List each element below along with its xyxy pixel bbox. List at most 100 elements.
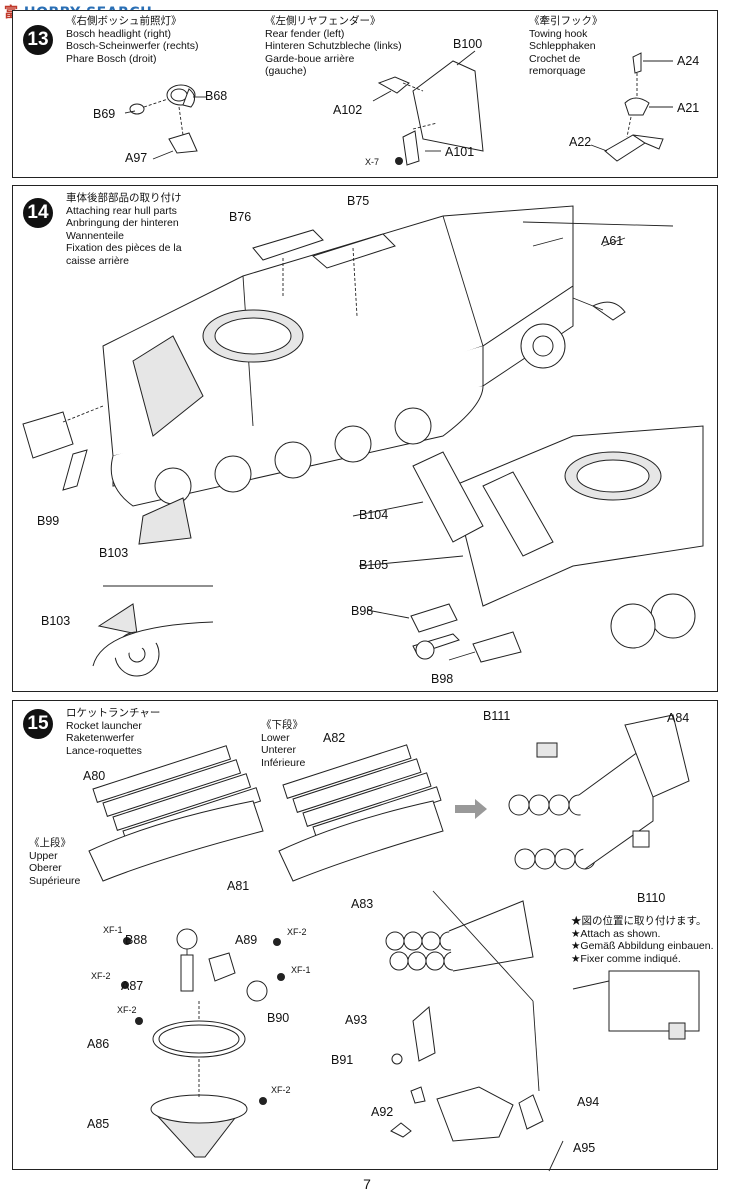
text-line: remorquage [529, 65, 586, 77]
jp-text: 車体後部部品の取り付け [66, 192, 182, 204]
text-line: Oberer [29, 862, 62, 874]
part-label: A83 [351, 897, 374, 911]
part-label: A101 [445, 145, 475, 159]
note-line: ★図の位置に取り付けます。 [571, 915, 707, 927]
text-line: Lower [261, 731, 290, 744]
step-15-title: ロケットランチャー Rocket launcher Raketenwerfer … [66, 707, 160, 757]
part-label: A93 [345, 1013, 368, 1027]
part-label: B103 [41, 614, 71, 628]
part-label: B88 [125, 933, 148, 947]
step-15-note: ★図の位置に取り付けます。 ★Attach as shown. ★Gemäß A… [571, 915, 714, 965]
upper-rack [88, 745, 264, 882]
text-line: Supérieure [29, 874, 81, 887]
step-15-drawing [88, 714, 700, 1172]
jp-text: 《上段》 [29, 837, 71, 849]
part-label: B110 [637, 891, 666, 905]
paint-dot [123, 937, 131, 945]
paint-label: XF-1 [291, 965, 311, 975]
text-line: Attaching rear hull parts [66, 204, 177, 217]
text-line: Bosch headlight (right) [66, 27, 172, 40]
part-label: B68 [205, 89, 228, 103]
page-number: 7 [363, 1176, 371, 1192]
part-label: A102 [333, 103, 363, 117]
step-13-panel: 13 《右側ボッシュ前照灯》 Bosch headlight (right) B… [12, 10, 718, 178]
part-label: B111 [483, 709, 511, 723]
jp-text: 《左側リヤフェンダー》 [265, 15, 381, 27]
part-label: A81 [227, 879, 250, 893]
text-line: Wannenteile [66, 229, 124, 242]
step-15-panel: 15 ロケットランチャー Rocket launcher Raketenwerf… [12, 700, 718, 1172]
part-label: A21 [677, 101, 700, 115]
part-label: B69 [93, 107, 116, 121]
assembled-launcher [508, 714, 690, 870]
step-14-drawing [22, 205, 704, 677]
part-label: B98 [431, 672, 454, 686]
part-label: B104 [359, 508, 389, 522]
text-line: Upper [29, 849, 58, 862]
paint-label: XF-2 [271, 1085, 291, 1095]
part-label: B75 [347, 194, 370, 208]
paint-label: XF-2 [91, 971, 111, 981]
part-label: A95 [573, 1141, 596, 1155]
note-line: ★Attach as shown. [571, 927, 661, 940]
part-label: A92 [371, 1105, 394, 1119]
text-line: Anbringung der hinteren [66, 217, 179, 229]
part-label: A61 [601, 234, 624, 248]
step-13-sub-fender: 《左側リヤフェンダー》 Rear fender (left) Hinteren … [265, 15, 402, 78]
step-13-sub-towing-hook: 《牽引フック》 Towing hook Schlepphaken Crochet… [529, 15, 603, 78]
text-line: Phare Bosch (droit) [66, 52, 157, 65]
part-label: A80 [83, 769, 106, 783]
step-15-number: 15 [23, 709, 53, 739]
jp-text: ロケットランチャー [66, 707, 161, 719]
lower-rack [278, 744, 444, 882]
part-label: A86 [87, 1037, 110, 1051]
paint-dot [273, 938, 281, 946]
note-line: ★Fixer comme indiqué. [571, 952, 681, 965]
part-label: B105 [359, 558, 389, 572]
step-13-sub-headlight: 《右側ボッシュ前照灯》 Bosch headlight (right) Bosc… [66, 15, 198, 65]
part-label: B76 [229, 210, 252, 224]
text-line: Unterer [261, 744, 297, 756]
text-line: Rocket launcher [66, 719, 142, 732]
part-label: A94 [577, 1095, 600, 1109]
part-label: A84 [667, 711, 690, 725]
text-line: Inférieure [261, 756, 306, 769]
text-line: Fixation des pièces de la [66, 242, 182, 254]
text-line: Rear fender (left) [265, 27, 345, 40]
text-line: Towing hook [529, 27, 588, 40]
paint-dot [277, 973, 285, 981]
paint-dot [121, 981, 129, 989]
part-label: A22 [569, 135, 592, 149]
jp-text: 《右側ボッシュ前照灯》 [66, 15, 182, 27]
step-13-number: 13 [23, 25, 53, 55]
paint-dot [259, 1097, 267, 1105]
part-label: A82 [323, 731, 346, 745]
part-label: B100 [453, 37, 483, 51]
part-label: B91 [331, 1053, 354, 1067]
part-label: B103 [99, 546, 129, 560]
part-label: B98 [351, 604, 374, 618]
text-line: Schlepphaken [529, 40, 596, 52]
paint-label: XF-2 [117, 1005, 137, 1015]
part-label: A87 [121, 979, 144, 993]
part-label: B90 [267, 1011, 290, 1025]
text-line: (gauche) [265, 65, 307, 77]
paint-label: XF-2 [287, 927, 307, 937]
note-line: ★Gemäß Abbildung einbauen. [571, 940, 714, 952]
step-14-panel: 14 車体後部部品の取り付け Attaching rear hull parts… [12, 185, 718, 692]
text-line: Bosch-Scheinwerfer (rechts) [66, 40, 199, 52]
text-line: Lance-roquettes [66, 744, 142, 757]
part-label: X-7 [365, 157, 380, 167]
step-13-drawing [124, 50, 673, 166]
text-line: Garde-boue arrière [265, 52, 355, 65]
text-line: caisse arrière [66, 254, 130, 267]
part-label: A97 [125, 151, 148, 165]
paint-label: XF-1 [103, 925, 123, 935]
paint-dot [135, 1017, 143, 1025]
step-14-number: 14 [23, 198, 53, 228]
jp-text: 《牽引フック》 [529, 15, 603, 27]
part-label: A24 [677, 54, 700, 68]
step-15-upper-label: 《上段》 Upper Oberer Supérieure [29, 837, 80, 887]
part-label: B99 [37, 514, 60, 528]
text-line: Crochet de [529, 52, 581, 65]
